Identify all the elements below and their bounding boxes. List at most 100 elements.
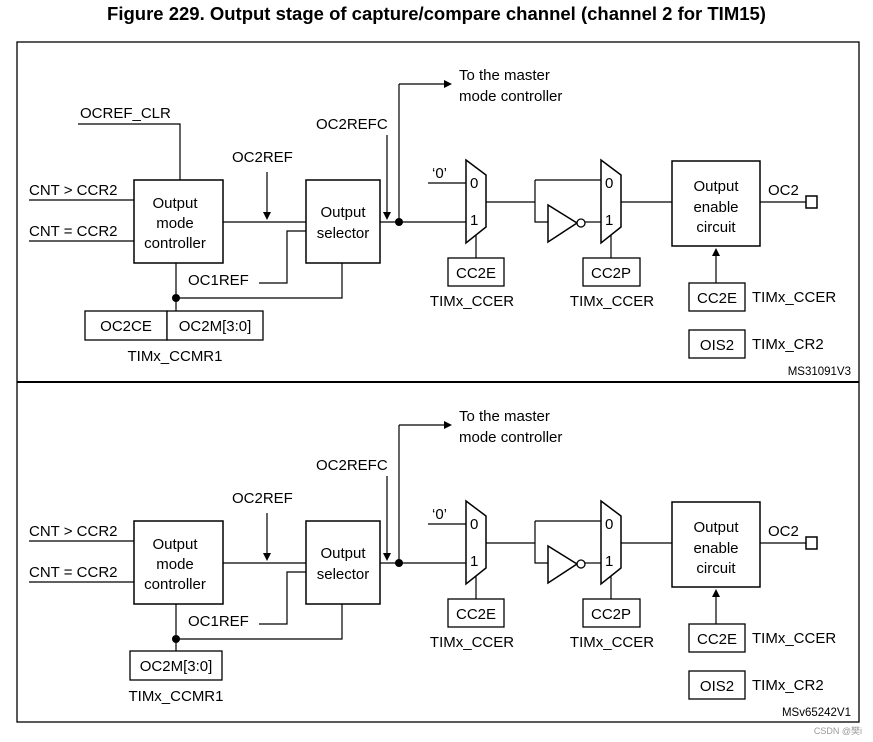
timx-ccer-label: TIMx_CCER <box>430 293 514 310</box>
output-enable-label: Output <box>693 178 739 195</box>
cc2e-box <box>447 598 505 628</box>
timx-cr2-label: TIMx_CR2 <box>752 677 824 694</box>
oc2m-label: OC2M[3:0] <box>179 318 252 335</box>
mux-input-1-label: 1 <box>605 212 613 229</box>
oc2m-box <box>129 650 223 681</box>
ois2-label: OIS2 <box>700 678 734 695</box>
oc2ce-box <box>84 310 168 341</box>
master-mode-arrow <box>444 80 452 88</box>
oc2-pin-icon <box>805 536 818 550</box>
output-selector-box <box>305 520 381 605</box>
inverter-bubble-icon <box>576 559 586 569</box>
selector-feedback-line <box>176 604 343 640</box>
cnt-eq-ccr2-label: CNT = CCR2 <box>29 223 118 240</box>
selector-feedback-line <box>176 263 343 299</box>
output-selector-box <box>305 179 381 264</box>
oc1ref-line <box>259 571 306 625</box>
master-mode-label: To the master <box>459 67 550 84</box>
oc1ref-label: OC1REF <box>188 272 249 289</box>
oe-cc2e-label: CC2E <box>697 631 737 648</box>
output-enable-label: circuit <box>696 219 736 236</box>
figure-title: Figure 229. Output stage of capture/comp… <box>107 3 766 24</box>
mux-cc2e <box>465 499 487 586</box>
oc2ce-label: OC2CE <box>100 318 152 335</box>
output-mode-controller-label: Output <box>152 195 198 212</box>
oc2refc-label: OC2REFC <box>316 457 388 474</box>
oe-cc2e-box <box>688 623 746 653</box>
timx-ccer-label: TIMx_CCER <box>430 634 514 651</box>
zero-input-label: ‘0’ <box>432 165 447 182</box>
mux-input-0-label: 0 <box>605 516 613 533</box>
oc2-pin-icon <box>805 195 818 209</box>
oe-timx-ccer-label: TIMx_CCER <box>752 630 836 647</box>
inverter-icon <box>547 544 579 585</box>
oc2-label: OC2 <box>768 523 799 540</box>
ocref-clr-line <box>78 123 181 180</box>
output-mode-controller-box <box>133 179 224 264</box>
mux-input-0-label: 0 <box>470 516 478 533</box>
oc2ref-label: OC2REF <box>232 490 293 507</box>
output-enable-label: enable <box>693 540 738 557</box>
master-mode-label: mode controller <box>459 429 562 446</box>
figure-reference-code: MSv65242V1 <box>782 707 851 719</box>
feedback-junction-dot <box>172 635 180 643</box>
inverter-bubble-icon <box>576 218 586 228</box>
master-mode-label: To the master <box>459 408 550 425</box>
output-enable-label: circuit <box>696 560 736 577</box>
timx-ccer-label: TIMx_CCER <box>570 293 654 310</box>
oe-cc2e-label: CC2E <box>697 290 737 307</box>
timx-ccmr1-label: TIMx_CCMR1 <box>128 688 223 705</box>
feedback-junction-dot <box>172 294 180 302</box>
oc2m-box <box>166 310 264 341</box>
mux-input-0-label: 0 <box>605 175 613 192</box>
oc2ref-arrow <box>263 553 271 561</box>
output-enable-label: enable <box>693 199 738 216</box>
zero-input-label: ‘0’ <box>432 506 447 523</box>
oc2refc-arrow <box>383 212 391 220</box>
oc2m-label: OC2M[3:0] <box>140 658 213 675</box>
inverter-icon <box>547 203 579 244</box>
cc2e-box <box>447 257 505 287</box>
inverter-input-line <box>534 521 548 564</box>
output-mode-controller-box <box>133 520 224 605</box>
ois2-box <box>688 329 746 359</box>
master-mode-arrow <box>444 421 452 429</box>
oc2ref-label: OC2REF <box>232 149 293 166</box>
inverter-input-line <box>534 180 548 223</box>
oc2refc-arrow <box>383 553 391 561</box>
output-mode-controller-label: controller <box>144 235 206 252</box>
output-mode-controller-label: Output <box>152 536 198 553</box>
ois2-label: OIS2 <box>700 337 734 354</box>
cnt-gt-ccr2-label: CNT > CCR2 <box>29 182 118 199</box>
mux-input-1-label: 1 <box>470 553 478 570</box>
ocref-clr-label: OCREF_CLR <box>80 105 171 122</box>
cc2p-box <box>582 257 641 287</box>
master-mode-label: mode controller <box>459 88 562 105</box>
mux-input-1-label: 1 <box>470 212 478 229</box>
cc2p-label: CC2P <box>591 606 631 623</box>
mux-input-1-label: 1 <box>605 553 613 570</box>
oc1ref-label: OC1REF <box>188 613 249 630</box>
cc2e-label: CC2E <box>456 606 496 623</box>
oe-cc2e-box <box>688 282 746 312</box>
output-enable-label: Output <box>693 519 739 536</box>
mux-cc2p <box>600 158 622 245</box>
output-mode-controller-label: controller <box>144 576 206 593</box>
cc2e-label: CC2E <box>456 265 496 282</box>
oc2ref-arrow <box>263 212 271 220</box>
cnt-gt-ccr2-label: CNT > CCR2 <box>29 523 118 540</box>
cc2p-label: CC2P <box>591 265 631 282</box>
oc1ref-line <box>259 230 306 284</box>
mux-input-0-label: 0 <box>470 175 478 192</box>
oe-timx-ccer-label: TIMx_CCER <box>752 289 836 306</box>
output-selector-label: Output <box>320 545 366 562</box>
output-selector-label: selector <box>317 225 370 242</box>
timx-ccmr1-label: TIMx_CCMR1 <box>127 348 222 365</box>
csdn-watermark: CSDN @樊i <box>814 725 862 736</box>
output-enable-circuit-box <box>671 501 761 588</box>
oc2refc-label: OC2REFC <box>316 116 388 133</box>
figure-reference-code: MS31091V3 <box>788 366 851 378</box>
